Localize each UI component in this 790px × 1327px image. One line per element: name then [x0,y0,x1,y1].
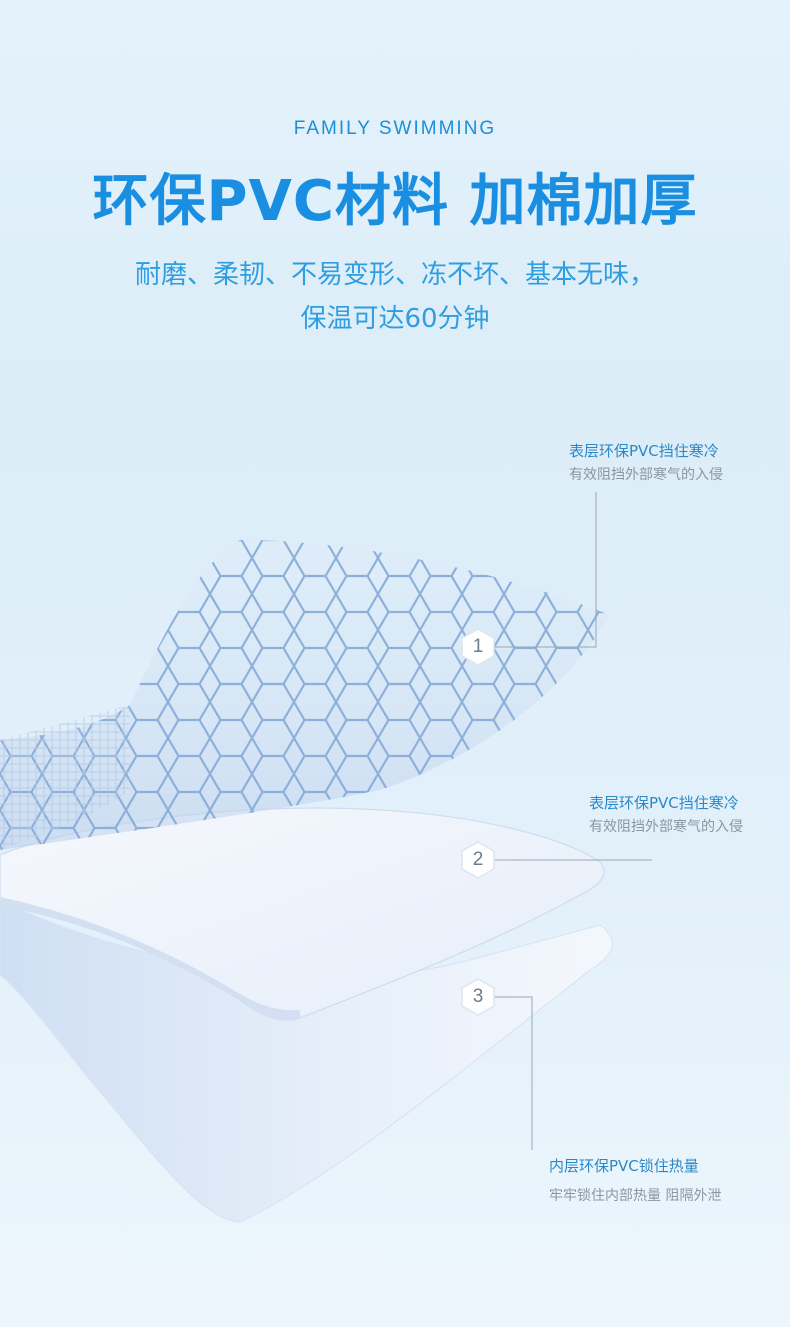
badge-number-3: 3 [472,986,484,1007]
hexagon-badge-icon [461,841,495,879]
callout-3-description: 牢牢锁住内部热量 阻隔外泄 [549,1188,722,1204]
callout-3-title: 内层环保PVC锁住热量 [549,1157,699,1175]
eyebrow-text: FAMILY SWIMMING [293,118,497,139]
callout-2-description: 有效阻挡外部寒气的入侵 [589,819,743,835]
subtitle-line-1: 耐磨、柔韧、不易变形、冻不坏、基本无味， [134,260,655,290]
callout-2-title: 表层环保PVC挡住寒冷 [589,794,739,812]
layer-2-sheet [0,807,605,1021]
headline: 环保PVC材料 加棉加厚 [92,169,698,234]
leader-line-3 [494,996,533,1150]
badge-number-2: 2 [472,849,484,870]
badge-number-1: 1 [472,636,484,657]
callout-1-title: 表层环保PVC挡住寒冷 [569,442,719,460]
hexagon-badge-icon [461,628,495,666]
subtitle-line-2: 保温可达60分钟 [300,304,490,334]
callout-1-description: 有效阻挡外部寒气的入侵 [569,467,723,483]
leader-line-1 [494,492,597,648]
hexagon-badge-icon [461,978,495,1016]
